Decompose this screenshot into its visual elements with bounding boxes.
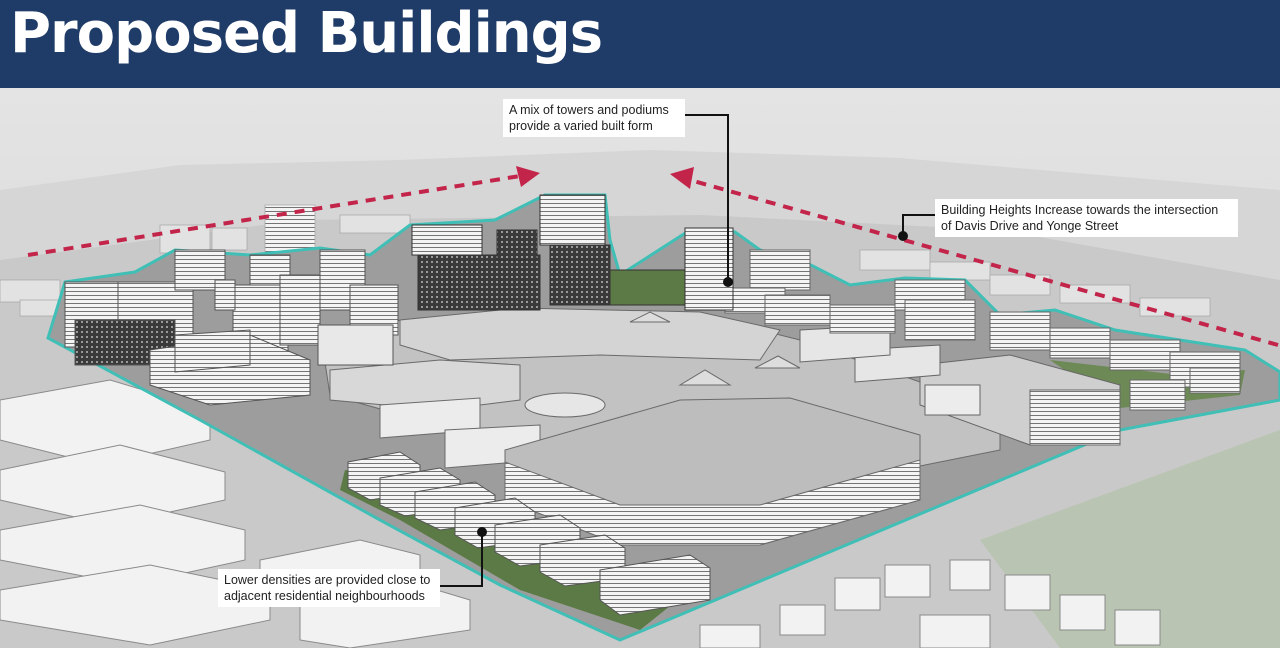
central-towers <box>411 194 734 311</box>
page-title: Proposed Buildings <box>10 1 603 66</box>
height-direction-arrows <box>27 166 1279 347</box>
green-field <box>980 430 1280 648</box>
callout-leader-lines <box>440 114 935 587</box>
callout-text: of Davis Drive and Yonge Street <box>941 219 1119 233</box>
residential-blocks-right <box>699 559 1161 648</box>
callout-text: adjacent residential neighbourhoods <box>224 589 425 603</box>
callout-towers-podiums: A mix of towers and podiums provide a va… <box>503 99 685 137</box>
west-towers <box>64 249 399 406</box>
mall-complex <box>319 307 1001 546</box>
page-header: Proposed Buildings <box>0 0 1280 88</box>
height-arrow-east <box>689 178 1279 347</box>
callout-leader-line <box>902 214 935 236</box>
site-rendering <box>0 88 1280 648</box>
callout-leader-line <box>685 114 729 282</box>
height-direction-arrow <box>670 167 694 189</box>
callout-text: Lower densities are provided close to <box>224 573 431 587</box>
townhouse-blocks <box>347 451 711 616</box>
east-podiums <box>724 249 1241 446</box>
callout-text: provide a varied built form <box>509 119 653 133</box>
residential-blocks-left <box>0 379 471 648</box>
callout-leader-line <box>440 532 483 587</box>
height-arrow-west <box>27 174 521 257</box>
height-direction-arrow <box>516 166 540 187</box>
callout-text: A mix of towers and podiums <box>509 103 669 117</box>
callout-lower-densities: Lower densities are provided close to ad… <box>218 569 440 607</box>
callout-heights-increase: Building Heights Increase towards the in… <box>935 199 1238 237</box>
callout-text: Building Heights Increase towards the in… <box>941 203 1219 217</box>
